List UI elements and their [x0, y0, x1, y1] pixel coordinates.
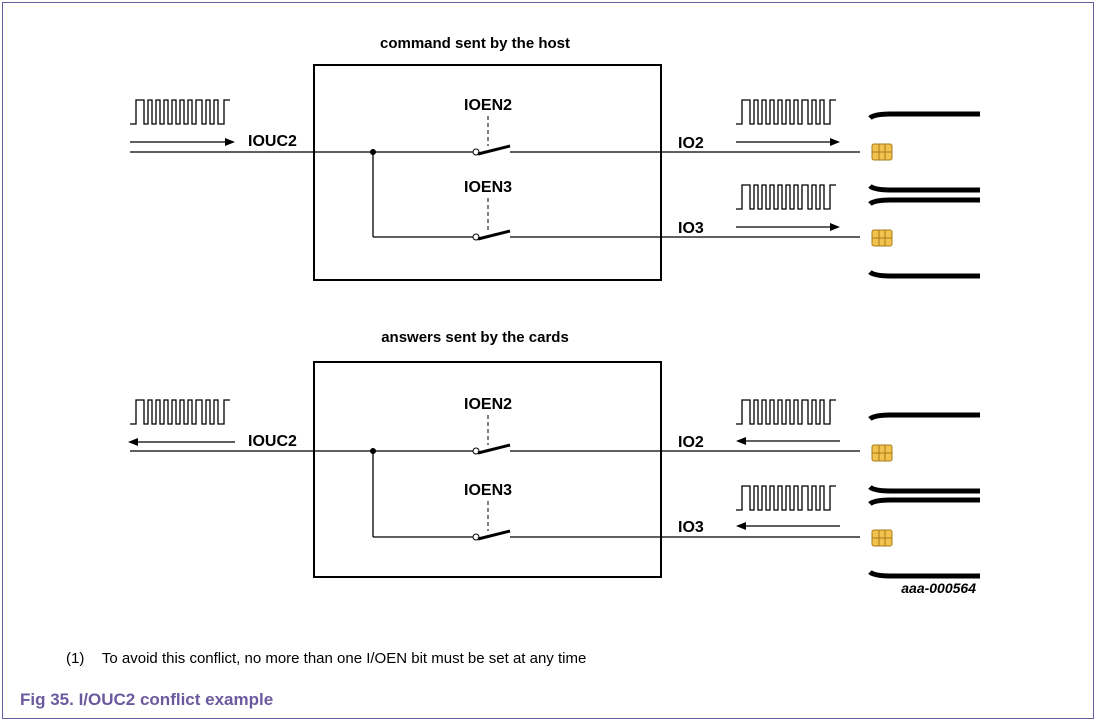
- bottom-out2-pulse-icon: [735, 485, 837, 511]
- top-out2-label: IO3: [678, 220, 704, 237]
- top-out1-arrowhead-icon: [830, 138, 840, 146]
- top-input-label: IOUC2: [248, 133, 297, 150]
- bottom-panel-title: answers sent by the cards: [381, 329, 569, 346]
- bottom-out1-pulse-icon: [735, 399, 837, 425]
- top-switch2-blade: [477, 229, 511, 241]
- top-switch2-label: IOEN3: [464, 179, 512, 196]
- bottom-switch2-blade: [477, 529, 511, 541]
- top-switch1-contact-icon: [472, 148, 480, 156]
- top-out2-arrowhead-icon: [830, 223, 840, 231]
- footnote: (1) To avoid this conflict, no more than…: [66, 650, 586, 667]
- top-smart-card-2-icon: [862, 200, 982, 276]
- bottom-out1-label: IO2: [678, 434, 704, 451]
- figure-id: aaa-000564: [901, 580, 976, 596]
- bottom-out1-arrowhead-icon: [736, 437, 746, 445]
- bottom-switch2-label: IOEN3: [464, 482, 512, 499]
- bottom-smart-card-2-icon: [862, 500, 982, 576]
- bottom-input-label: IOUC2: [248, 433, 297, 450]
- top-input-pulse-icon: [129, 99, 231, 125]
- top-switch1-label: IOEN2: [464, 97, 512, 114]
- bottom-panel: answers sent by the cards IOUC2 IOEN2 IO…: [128, 329, 982, 577]
- top-out1-pulse-icon: [735, 99, 837, 125]
- figure-caption: Fig 35. I/OUC2 conflict example: [20, 690, 274, 709]
- top-panel-title: command sent by the host: [380, 35, 570, 52]
- top-switch2-contact-icon: [472, 233, 480, 241]
- bottom-smart-card-1-icon: [862, 415, 982, 491]
- bottom-switch1-blade: [477, 443, 511, 455]
- bottom-out2-label: IO3: [678, 519, 704, 536]
- bottom-switch2-contact-icon: [472, 533, 480, 541]
- bottom-input-pulse-icon: [129, 399, 231, 425]
- bottom-out2-arrowhead-icon: [736, 522, 746, 530]
- top-input-arrowhead-icon: [225, 138, 235, 146]
- bottom-switch1-label: IOEN2: [464, 396, 512, 413]
- top-out1-label: IO2: [678, 135, 704, 152]
- footnote-number: (1): [66, 650, 85, 667]
- top-panel: command sent by the host IOUC2 IOEN2 IOE…: [129, 35, 982, 281]
- bottom-switch-box: [313, 361, 662, 578]
- top-out2-pulse-icon: [735, 184, 837, 210]
- bottom-switch1-contact-icon: [472, 447, 480, 455]
- top-switch1-blade: [477, 144, 511, 156]
- top-switch-box: [313, 64, 662, 281]
- footnote-text: To avoid this conflict, no more than one…: [101, 650, 587, 667]
- bottom-input-arrowhead-icon: [128, 438, 138, 446]
- top-smart-card-1-icon: [862, 114, 982, 190]
